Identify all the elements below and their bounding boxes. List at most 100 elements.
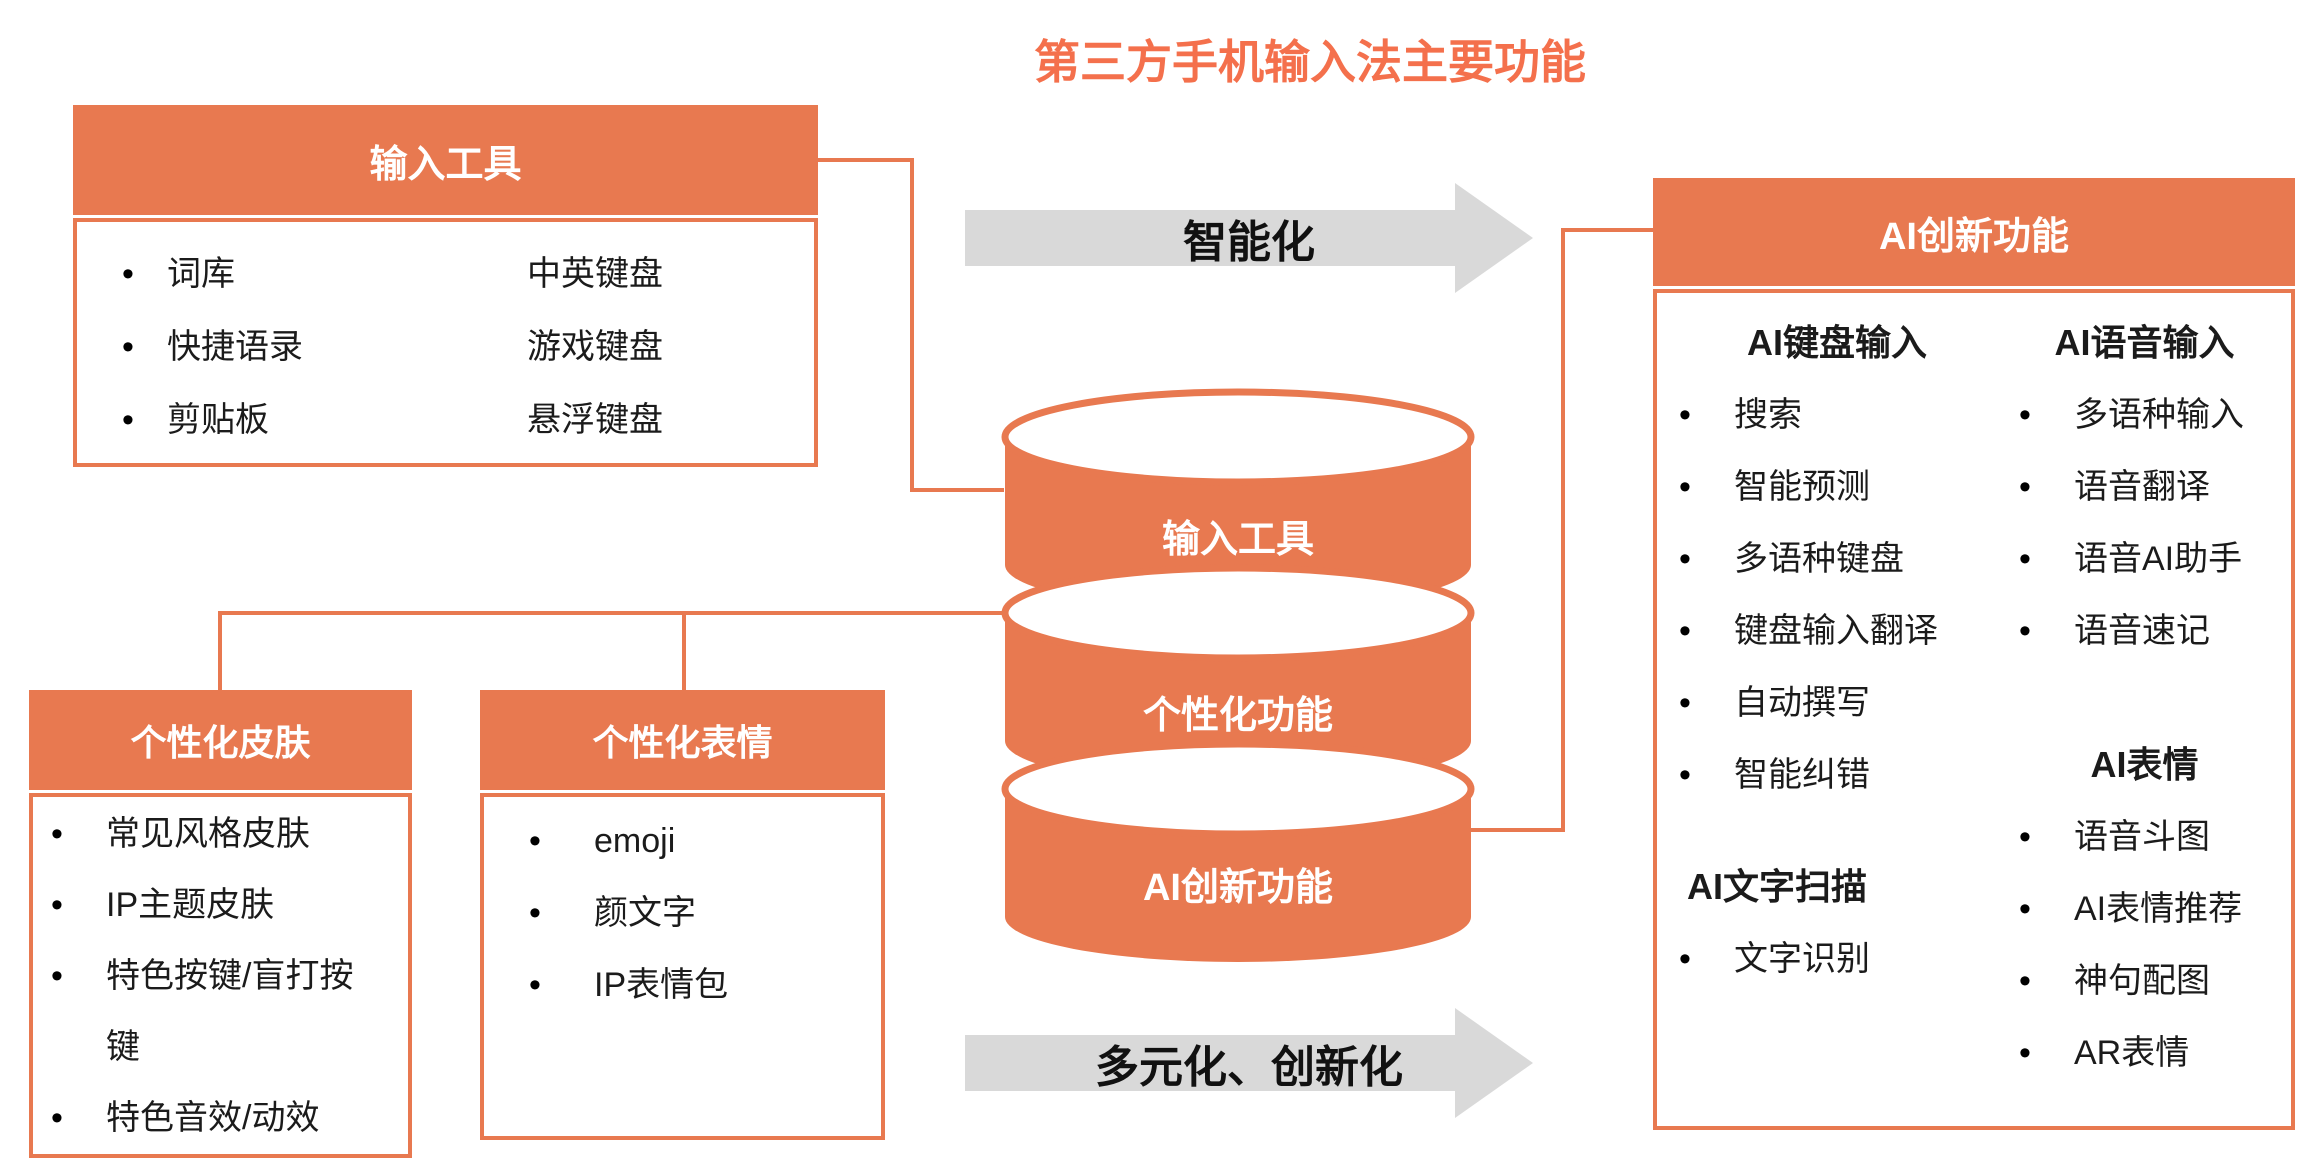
input-tools-list: • 词库 中英键盘 • 快捷语录 游戏键盘 • 剪贴板 悬浮键盘	[73, 218, 818, 467]
smart-trend-label: 智能化	[1183, 218, 1315, 267]
list-item: • 多语种键盘	[1667, 523, 2007, 595]
ai-scan-subheader: AI文字扫描	[1687, 866, 1868, 907]
input-tools-item-right: 游戏键盘	[527, 328, 663, 366]
bullet-icon: •	[1679, 540, 1691, 578]
list-item: • 文字识别	[1667, 923, 2007, 995]
ai-scan-list: • 文字识别	[1667, 923, 2007, 995]
arrow-body	[965, 1035, 1455, 1091]
ai-voice-column: AI语音输入 • 多语种输入 • 语音翻译 • 语音AI助手 • 语音速记 AI…	[2007, 307, 2282, 1126]
ai-keyboard-list: • 搜索 • 智能预测 • 多语种键盘 • 键盘输入翻译 • 自动撰写	[1667, 379, 2007, 811]
list-item-label: 搜索	[1734, 396, 1802, 434]
input-tools-row: • 快捷语录 游戏键盘	[77, 311, 814, 384]
list-item: • 智能预测	[1667, 451, 2007, 523]
ai-emote-subheader: AI表情	[2090, 744, 2199, 785]
bullet-icon: •	[122, 255, 134, 293]
input-tools-row: • 词库 中英键盘	[77, 238, 814, 311]
bullet-icon: •	[2019, 818, 2031, 856]
list-item-label: 文字识别	[1734, 940, 1870, 978]
cylinder-disk-top	[1001, 388, 1475, 486]
bullet-icon: •	[122, 328, 134, 366]
connector-cylinder-to-ai-box	[1471, 228, 1653, 832]
bullet-icon: •	[2019, 890, 2031, 928]
list-item-label: 多语种输入	[2074, 396, 2244, 434]
list-item: • IP表情包	[484, 949, 881, 1021]
bullet-icon: •	[1679, 940, 1691, 978]
bullet-icon: •	[122, 401, 134, 439]
bullet-icon: •	[51, 815, 63, 853]
list-item: • 智能纠错	[1667, 739, 2007, 811]
ai-features-header: AI创新功能	[1653, 178, 2295, 286]
arrow-head-icon	[1455, 183, 1533, 293]
bullet-icon: •	[51, 886, 63, 924]
list-item: • emoji	[484, 805, 881, 877]
cylinder-label: 输入工具	[1162, 519, 1314, 561]
cylinder-disk-body	[1005, 789, 1471, 962]
input-tools-item-right: 悬浮键盘	[527, 401, 663, 439]
list-item: • 常见风格皮肤	[33, 799, 408, 870]
list-item-label: 多语种键盘	[1734, 540, 1904, 578]
bullet-icon: •	[529, 966, 541, 1004]
list-item-label: IP主题皮肤	[106, 886, 275, 924]
bullet-icon: •	[2019, 396, 2031, 434]
list-item: • 特色按键/盲打按键	[33, 941, 408, 1083]
bullet-icon: •	[1679, 756, 1691, 794]
connector-personalization-to-cylinder	[218, 611, 1004, 690]
list-item-label: IP表情包	[594, 966, 729, 1004]
bullet-icon: •	[1679, 612, 1691, 650]
page-title: 第三方手机输入法主要功能	[1034, 36, 1586, 88]
cylinder-layer-ai: AI创新功能	[1001, 740, 1475, 962]
cylinder-layer-input-tools: 输入工具	[1001, 388, 1475, 610]
bullet-icon: •	[1679, 684, 1691, 722]
bullet-icon: •	[2019, 962, 2031, 1000]
cylinder-label: 个性化功能	[1143, 695, 1333, 737]
bullet-icon: •	[1679, 468, 1691, 506]
bullet-icon: •	[51, 957, 63, 995]
bullet-icon: •	[529, 894, 541, 932]
list-item-label: 常见风格皮肤	[106, 815, 310, 853]
list-item-label: AI表情推荐	[2074, 890, 2243, 928]
smart-trend-arrow: 智能化	[965, 183, 1533, 293]
skins-box: 个性化皮肤 • 常见风格皮肤 • IP主题皮肤 • 特色按键/盲打按键 • 特色…	[29, 690, 412, 1158]
list-item-label: emoji	[594, 822, 676, 860]
cylinder-disk-top	[1001, 564, 1475, 662]
list-item-label: AR表情	[2074, 1034, 2190, 1072]
ai-keyboard-subheader: AI键盘输入	[1746, 322, 1927, 363]
list-item-label: 智能纠错	[1734, 756, 1870, 794]
list-item-label: 语音斗图	[2074, 818, 2210, 856]
ai-keyboard-column: AI键盘输入 • 搜索 • 智能预测 • 多语种键盘 • 键盘输入翻译 •	[1667, 307, 2007, 1126]
list-item: • 键盘输入翻译	[1667, 595, 2007, 667]
list-item-label: 语音AI助手	[2074, 540, 2243, 578]
skins-header: 个性化皮肤	[29, 690, 412, 790]
list-item-label: 智能预测	[1734, 468, 1870, 506]
list-item-label: 语音翻译	[2074, 468, 2210, 506]
list-item-label: 键盘输入翻译	[1734, 612, 1938, 650]
list-item: • AR表情	[2007, 1017, 2282, 1089]
ai-features-box: AI创新功能 AI键盘输入 • 搜索 • 智能预测 • 多语种键盘 • 键盘输入…	[1653, 178, 2295, 1130]
list-item: • 语音翻译	[2007, 451, 2282, 523]
list-item-label: 自动撰写	[1734, 684, 1870, 722]
cylinder-label: AI创新功能	[1143, 867, 1333, 909]
list-item: • 颜文字	[484, 877, 881, 949]
bullet-icon: •	[2019, 1034, 2031, 1072]
input-tools-item-left: 词库	[167, 255, 235, 293]
emotes-box: 个性化表情 • emoji • 颜文字 • IP表情包	[480, 690, 885, 1140]
skins-list: • 常见风格皮肤 • IP主题皮肤 • 特色按键/盲打按键 • 特色音效/动效	[29, 793, 412, 1158]
list-item: • 多语种输入	[2007, 379, 2282, 451]
bullet-icon: •	[2019, 468, 2031, 506]
list-item: • 语音AI助手	[2007, 523, 2282, 595]
input-tools-item-right: 中英键盘	[527, 255, 663, 293]
ai-emote-list: • 语音斗图 • AI表情推荐 • 神句配图 • AR表情	[2007, 801, 2282, 1089]
list-item-label: 特色按键/盲打按键	[106, 957, 354, 1066]
ai-voice-subheader: AI语音输入	[2054, 322, 2235, 363]
list-item: • 神句配图	[2007, 945, 2282, 1017]
arrow-head-icon	[1455, 1008, 1533, 1118]
cylinder-disk-body	[1005, 437, 1471, 610]
list-item-label: 语音速记	[2074, 612, 2210, 650]
input-tools-item-left: 剪贴板	[167, 401, 269, 439]
list-item: • 搜索	[1667, 379, 2007, 451]
list-item: • 特色音效/动效	[33, 1083, 408, 1154]
emotes-list: • emoji • 颜文字 • IP表情包	[480, 793, 885, 1140]
list-item: • AI表情推荐	[2007, 873, 2282, 945]
list-item: • 语音速记	[2007, 595, 2282, 667]
